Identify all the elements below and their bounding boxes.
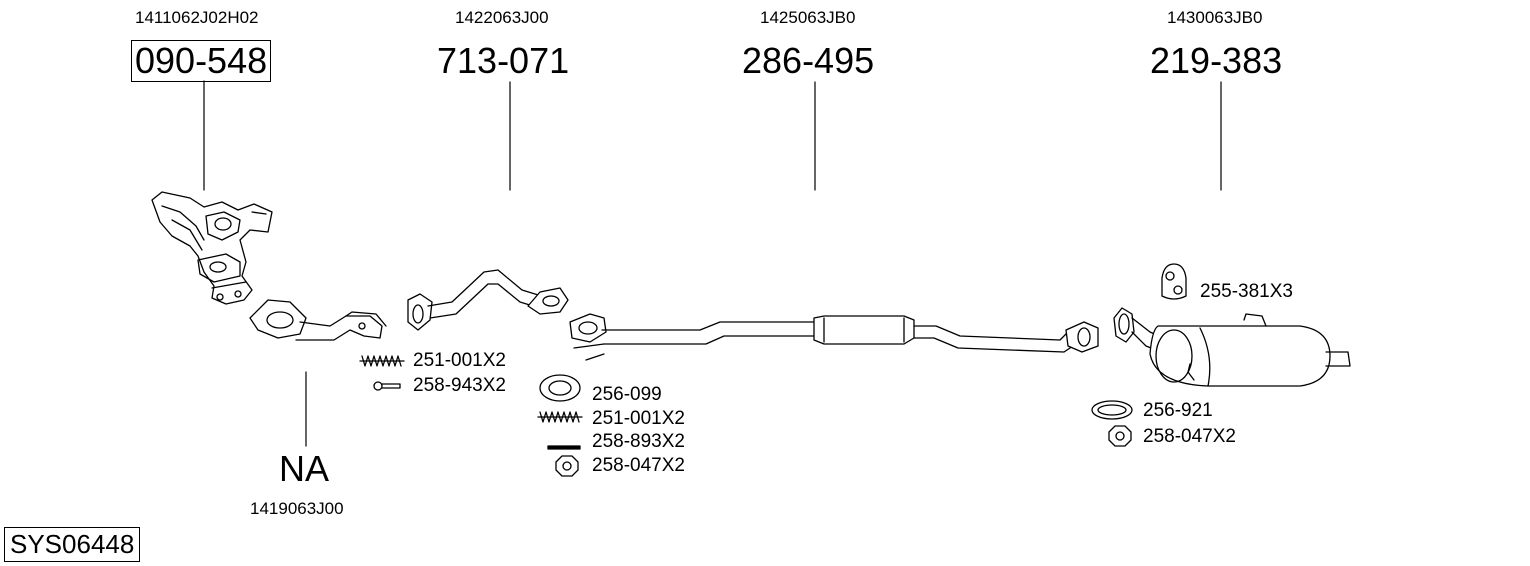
- accessory-label-1[interactable]: 251-001X2: [413, 350, 506, 371]
- spring-icon: [359, 355, 405, 367]
- gasket-ring-icon: [539, 374, 581, 402]
- exhaust-manifold-icon[interactable]: [151, 191, 273, 305]
- oem-number-na: 1419063J00: [250, 499, 344, 518]
- intermediate-pipe-icon[interactable]: [407, 269, 569, 331]
- accessory-label-9[interactable]: 258-047X2: [1143, 426, 1236, 447]
- part-number-4[interactable]: 219-383: [1150, 40, 1283, 81]
- nut-icon: [555, 455, 579, 477]
- front-pipe-icon[interactable]: [249, 299, 387, 341]
- nut-icon: [1108, 425, 1132, 447]
- accessory-label-3[interactable]: 256-099: [592, 384, 662, 405]
- part-number-1[interactable]: 090-548: [131, 40, 272, 82]
- oem-number-3: 1425063JB0: [760, 8, 856, 27]
- gasket-ring-icon: [1091, 400, 1133, 420]
- accessory-label-2[interactable]: 258-943X2: [413, 375, 506, 396]
- center-silencer-icon[interactable]: [569, 313, 1099, 361]
- accessory-label-6[interactable]: 258-047X2: [592, 455, 685, 476]
- bolt-icon: [373, 381, 401, 391]
- accessory-label-8[interactable]: 256-921: [1143, 400, 1213, 421]
- rear-silencer-icon[interactable]: [1113, 307, 1351, 387]
- part-number-2[interactable]: 713-071: [437, 40, 570, 81]
- leader-lines: [203, 80, 1222, 447]
- oem-number-2: 1422063J00: [455, 8, 549, 27]
- not-available-label: NA: [279, 448, 330, 489]
- accessory-label-4[interactable]: 251-001X2: [592, 408, 685, 429]
- accessory-label-5[interactable]: 258-893X2: [592, 431, 685, 452]
- rubber-hanger-icon: [1161, 263, 1187, 300]
- accessory-label-7[interactable]: 255-381X3: [1200, 281, 1293, 302]
- spring-icon: [537, 411, 583, 423]
- part-number-3[interactable]: 286-495: [742, 40, 875, 81]
- assembly-code: SYS06448: [4, 527, 141, 562]
- bolt-icon: [547, 445, 581, 450]
- oem-number-4: 1430063JB0: [1167, 8, 1263, 27]
- oem-number-1: 1411062J02H02: [135, 8, 259, 27]
